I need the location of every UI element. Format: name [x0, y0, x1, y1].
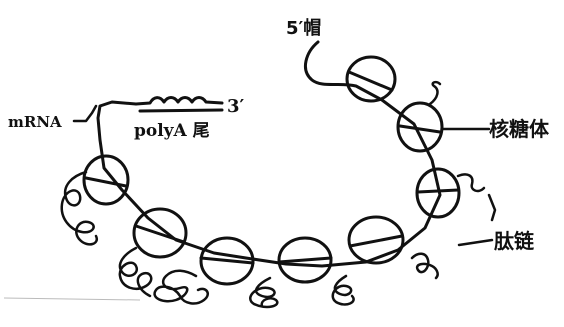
polya-label: polyA 尾: [134, 121, 210, 141]
mrna-label: mRNA: [8, 113, 62, 131]
ribosome: [279, 238, 331, 282]
peptide-chain: [458, 174, 484, 191]
three-prime-label: 3′: [227, 96, 245, 117]
mrna-strand: [98, 42, 440, 266]
ribosome: [417, 169, 459, 217]
peptide-chain: [430, 82, 440, 104]
polya-underline: [140, 110, 222, 111]
peptide-chain: [155, 271, 208, 304]
peptide-leader-line: [489, 195, 495, 220]
scan-artifact-line: [4, 298, 140, 300]
ribosome-label: 核糖体: [489, 117, 550, 141]
peptide-chain: [412, 254, 438, 278]
ribosome: [349, 217, 403, 263]
peptide-chain: [333, 276, 354, 304]
peptide-chain: [62, 172, 97, 244]
ribosome: [398, 103, 442, 151]
ribosome: [84, 156, 128, 204]
peptide-leader-line: [459, 240, 492, 245]
peptide-label: 肽链: [494, 229, 535, 253]
ribosome: [134, 209, 186, 257]
cap-label: 5′帽: [286, 17, 321, 39]
mrna-leader-line: [74, 106, 96, 121]
ribosome: [201, 238, 253, 284]
polya-tail: [136, 98, 222, 105]
peptide-chain: [250, 278, 277, 307]
